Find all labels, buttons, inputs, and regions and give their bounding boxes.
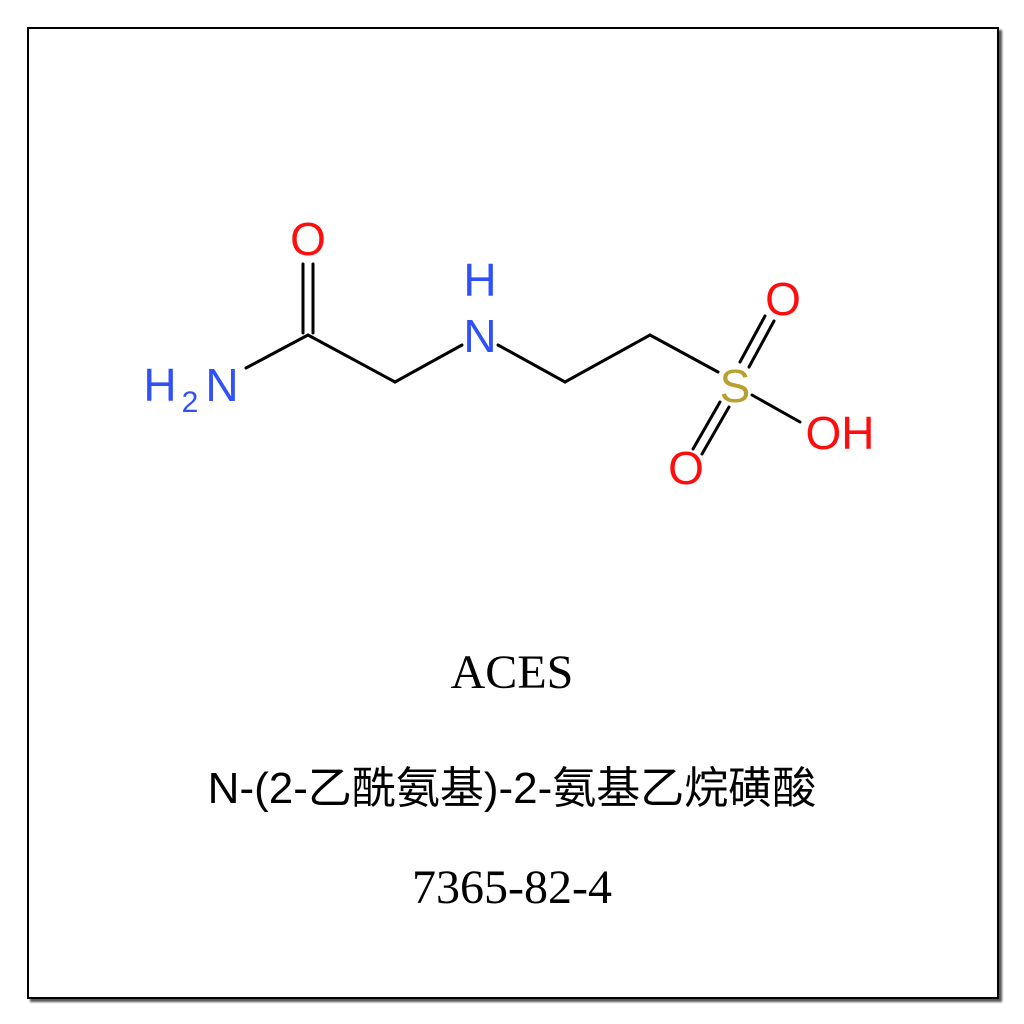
compound-abbreviation: ACES: [450, 646, 574, 699]
atom-o-sulfonyl-bottom: O: [668, 442, 704, 494]
bond-n-ch2: [496, 343, 567, 384]
bond-s-oh: [750, 393, 802, 424]
bond-c-nh2: [244, 333, 310, 370]
compound-chinese-name: N-(2-乙酰氨基)-2-氨基乙烷磺酸: [207, 764, 817, 813]
bond-c-ch2: [306, 333, 397, 384]
bond-so-bottom-1: [691, 400, 722, 451]
bond-so-top-1: [738, 314, 767, 364]
atom-hydroxyl: OH: [806, 407, 875, 459]
atom-amine-n: N: [463, 310, 496, 362]
bond-so-top-2: [747, 319, 776, 369]
atom-amide-h-count: 2: [182, 386, 199, 419]
atom-o-carbonyl: O: [290, 213, 326, 265]
atom-amide-h: H: [143, 359, 176, 411]
atom-o-sulfonyl-top: O: [765, 273, 801, 325]
bond-ch2-ch2: [563, 333, 652, 384]
atom-amide-n: N: [205, 359, 238, 411]
bond-so-bottom-2: [700, 405, 731, 456]
bond-ch2-s: [648, 333, 720, 374]
atom-sulfur: S: [720, 360, 751, 412]
bond-ch2-n: [393, 343, 464, 384]
diagram-frame: [27, 27, 999, 999]
cas-number: 7365-82-4: [412, 861, 612, 914]
atom-amine-h: H: [463, 254, 496, 306]
